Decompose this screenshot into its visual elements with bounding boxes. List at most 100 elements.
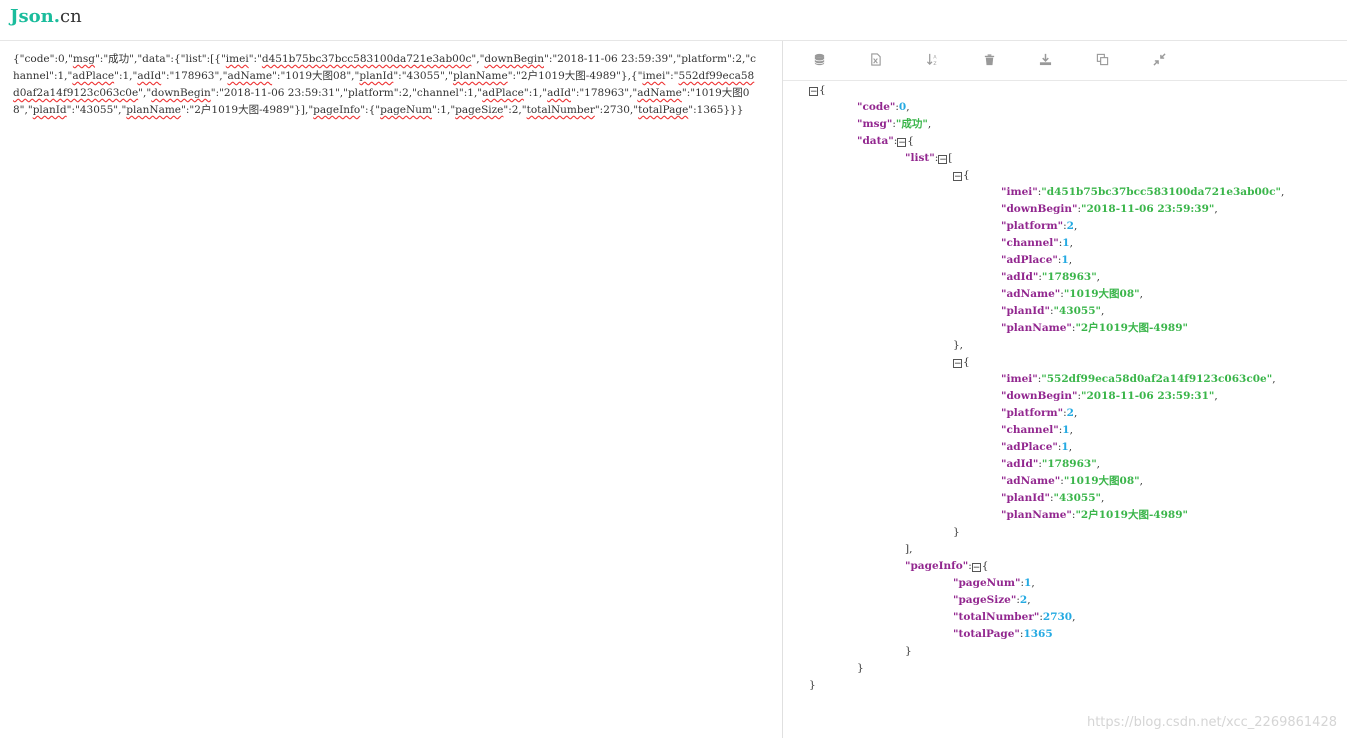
tree-line: } [857,660,864,677]
logo[interactable]: Json.cn [10,6,82,28]
tree-line: }, [953,337,963,354]
json-punctuation: , [927,118,932,130]
json-number-value: 1 [1061,254,1069,266]
json-key: "code" [857,101,896,113]
collapse-toggle-icon[interactable]: − [953,359,962,369]
tree-line: "imei":"d451b75bc37bcc583100da721e3ab00c… [1001,184,1284,201]
json-punctuation: : [1039,611,1043,623]
json-string-value: "1019大图08" [1063,288,1140,300]
raw-segment: downBegin [484,53,544,65]
compress-icon[interactable] [1151,51,1167,67]
collapse-toggle-icon[interactable]: − [953,172,962,182]
tree-line: "code":0, [857,99,910,116]
json-string-value: "2户1019大图-4989" [1075,509,1189,521]
json-punctuation: : [1016,594,1020,606]
json-key: "downBegin" [1001,390,1078,402]
raw-segment: ":"2户1019大图-4989"},{" [507,70,643,82]
svg-text:Z: Z [933,61,936,66]
json-key: "planId" [1001,492,1050,504]
json-number-value: 1 [1061,441,1069,453]
raw-segment: pageNum [380,104,432,116]
raw-segment: totalNumber [526,104,595,116]
raw-json-text[interactable]: {"code":0,"msg":"成功","data":{"list":[{"i… [13,51,758,119]
database-icon[interactable] [811,51,827,67]
json-punctuation: : [895,101,899,113]
raw-json-editor[interactable]: {"code":0,"msg":"成功","data":{"list":[{"i… [0,41,783,738]
json-punctuation: : [1077,203,1082,215]
tree-line: "pageNum":1, [953,575,1035,592]
download-icon[interactable] [1037,51,1053,67]
json-punctuation: , [1139,288,1143,300]
app-header: Json.cn [0,0,1347,41]
json-number-value: 2730 [1042,611,1073,623]
tree-line: "pageInfo":−{ [905,558,988,575]
json-punctuation: : [934,152,939,164]
raw-segment: ":"43055"," [66,104,127,116]
excel-icon[interactable] [867,51,883,67]
json-punctuation: : [1058,237,1063,249]
json-punctuation: , [1031,577,1035,589]
raw-segment: pageSize [455,104,504,116]
raw-segment: adName [637,87,682,99]
json-key: "adId" [1001,271,1039,283]
json-punctuation: } [905,645,912,657]
raw-segment: adId [137,70,162,82]
json-punctuation: , [1069,237,1073,249]
collapse-toggle-icon[interactable]: − [971,563,981,573]
raw-segment: totalPage [638,104,689,116]
tree-line: "pageSize":2, [953,592,1031,609]
collapse-toggle-icon[interactable]: − [809,87,818,97]
json-key: "list" [905,152,935,164]
tree-line: "data":−{ [857,133,914,150]
raw-segment: {"code":0," [13,53,73,65]
raw-segment: ":"2018-11-06 23:59:39","platform":2,"ch… [13,53,757,82]
json-key: "platform" [1001,220,1064,232]
raw-segment: ":1," [114,70,138,82]
json-punctuation: : [893,135,898,147]
tree-line: "planId":"43055", [1001,490,1104,507]
tree-line: "msg":"成功", [857,116,931,133]
json-punctuation: , [1101,305,1105,317]
tree-line: "downBegin":"2018-11-06 23:59:31", [1001,388,1218,405]
tree-line: −{ [953,354,970,371]
json-key: "planName" [1001,322,1072,334]
collapse-toggle-icon[interactable]: − [897,138,907,148]
json-key: "totalNumber" [953,611,1040,623]
raw-segment: ":"178963"," [570,87,638,99]
json-string-value: "成功" [895,118,928,130]
json-punctuation: , [1096,271,1101,283]
json-punctuation: , [1073,220,1078,232]
logo-part-cn: cn [60,6,82,27]
json-number-value: 2 [1066,407,1074,419]
trash-icon[interactable] [981,51,997,67]
tree-line: "planName":"2户1019大图-4989" [1001,507,1188,524]
json-key: "adName" [1001,475,1061,487]
json-key: "platform" [1001,407,1064,419]
raw-segment: ":"1019大图08"," [13,87,750,116]
json-punctuation: : [1038,458,1042,470]
json-punctuation: }, [953,339,964,351]
json-string-value: "178963" [1041,271,1097,283]
raw-segment: ":"成功","data":{"list":[{" [94,53,226,65]
json-punctuation: : [1049,305,1054,317]
raw-segment: "," [138,87,152,99]
copy-icon[interactable] [1094,51,1110,67]
json-punctuation: , [1069,424,1073,436]
json-key: "channel" [1001,237,1059,249]
json-key: "adPlace" [1001,441,1058,453]
raw-segment: ":{" [360,104,381,116]
raw-segment: msg [72,53,95,65]
tree-line: "adPlace":1, [1001,439,1072,456]
collapse-toggle-icon[interactable]: − [938,155,948,165]
json-punctuation: : [1038,271,1042,283]
json-punctuation: , [1214,203,1218,215]
tree-line: "totalNumber":2730, [953,609,1075,626]
json-punctuation: : [1071,322,1076,334]
raw-segment: ":2730," [594,104,639,116]
tree-line: "planName":"2户1019大图-4989" [1001,320,1188,337]
json-punctuation: , [1096,458,1101,470]
json-punctuation: : [1037,186,1042,198]
json-punctuation: , [1027,594,1031,606]
raw-segment: ":"2018-11-06 23:59:31","platform":2,"ch… [210,87,483,99]
